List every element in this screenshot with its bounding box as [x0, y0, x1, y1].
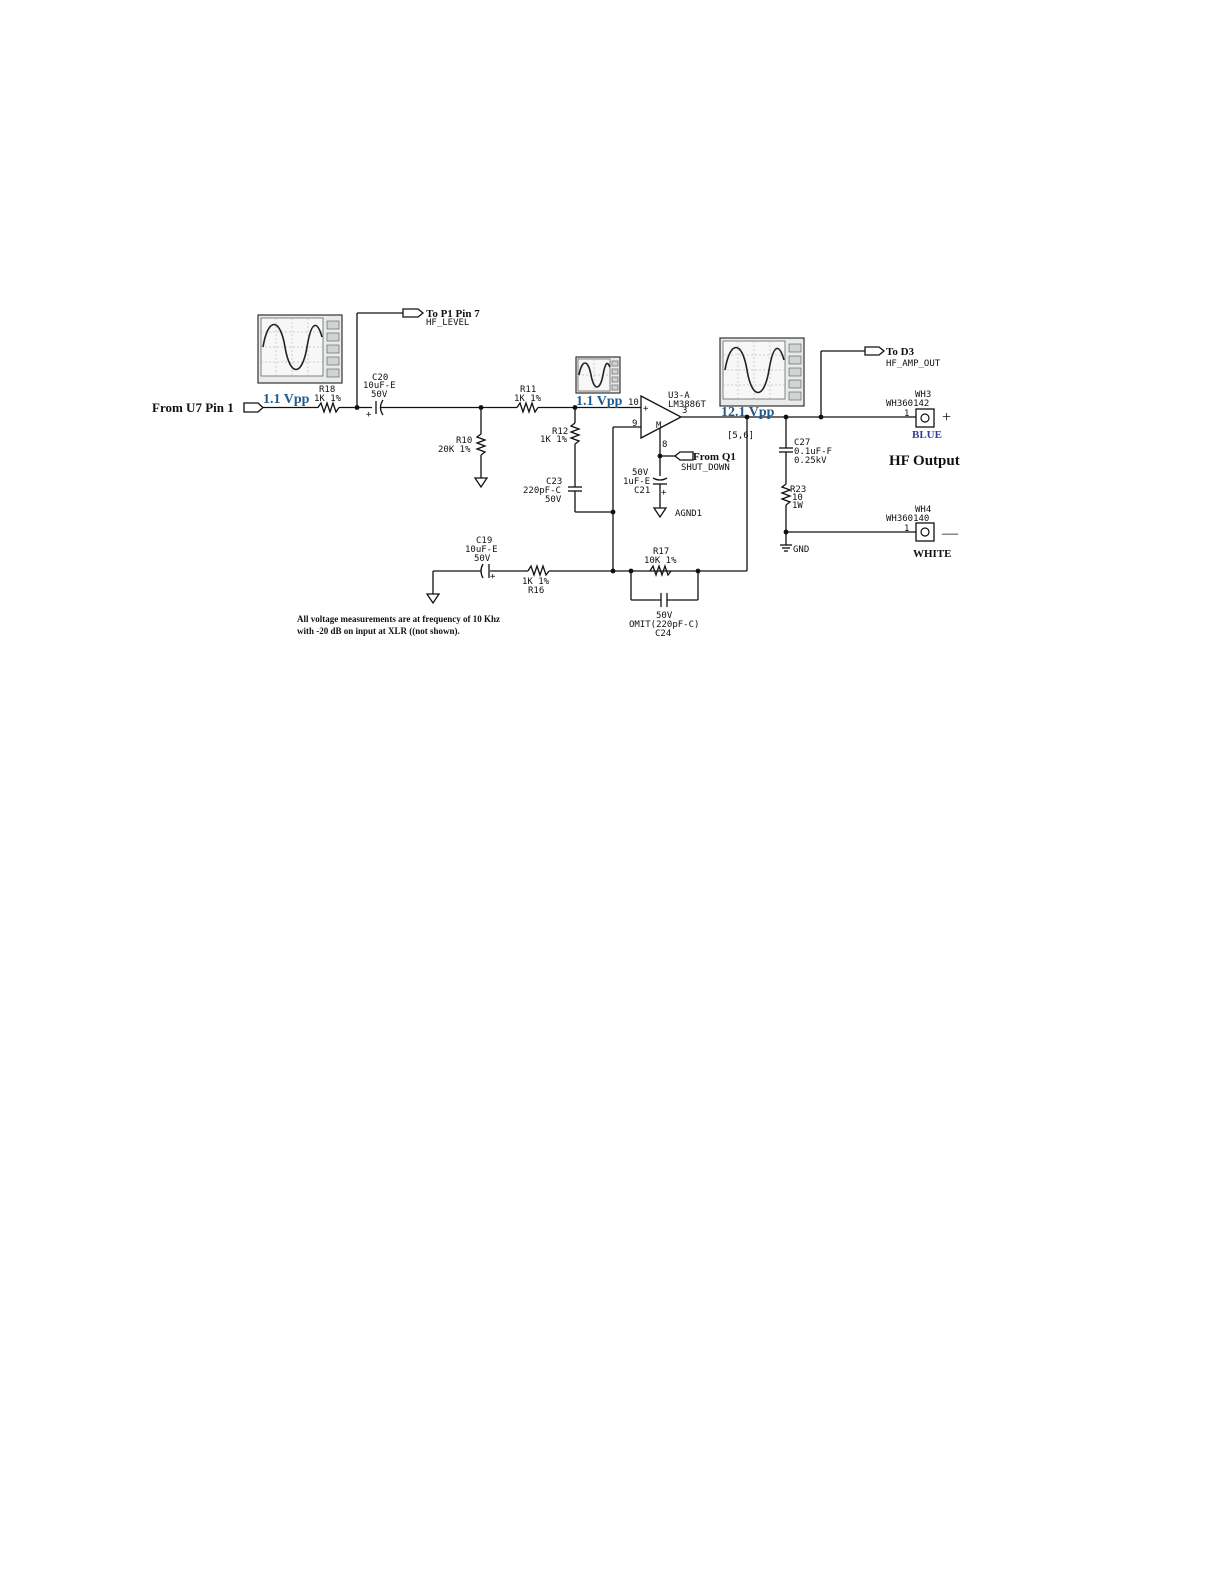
opamp-icon	[640, 394, 683, 440]
r10-ref: R10	[456, 436, 472, 446]
r11-ref: R11	[520, 385, 536, 395]
r10-value: 20K 1%	[438, 445, 471, 455]
r11-resistor-icon	[516, 400, 539, 415]
c23-ref: C23	[546, 477, 562, 487]
u3-mute-label: M	[656, 421, 662, 431]
r16-resistor-icon	[527, 563, 550, 578]
r10-resistor-icon	[475, 433, 487, 456]
wh4-terminal-icon	[915, 522, 935, 542]
c23-value: 220pF-C	[523, 486, 561, 496]
r18-resistor-icon	[317, 400, 340, 415]
wh3-part: WH360142	[886, 399, 929, 409]
wh4-part: WH360140	[886, 514, 929, 524]
d3-net-label: HF_AMP_OUT	[886, 359, 941, 369]
r16-value: 1K 1%	[522, 577, 550, 587]
noninv-voltage-label: 1.1 Vpp	[576, 394, 623, 409]
r11-value: 1K 1%	[514, 394, 542, 404]
r17-value: 10K 1%	[644, 556, 677, 566]
gnd-label: GND	[793, 545, 809, 555]
r23-power: 1W	[792, 501, 803, 511]
u3-pin9: 9	[632, 419, 637, 429]
d3-connector-label: To D3	[886, 346, 915, 358]
c24-voltage: 50V	[656, 611, 673, 621]
c19-plus-mark: +	[490, 572, 496, 582]
ground-icon	[652, 507, 668, 519]
c23-capacitor-icon	[568, 486, 582, 492]
q1-connector-icon	[673, 451, 694, 461]
output-voltage-label: 12.1 Vpp	[721, 405, 775, 420]
r18-ref: R18	[319, 385, 335, 395]
wh3-ref: WH3	[915, 390, 931, 400]
d3-connector-icon	[864, 346, 886, 356]
c24-value: OMIT(220pF-C)	[629, 620, 699, 630]
wh4-ref: WH4	[915, 505, 931, 515]
p1-connector-icon	[402, 308, 425, 318]
c19-value: 10uF-E	[465, 545, 498, 555]
c19-voltage: 50V	[474, 554, 491, 564]
p1-net-label: HF_LEVEL	[426, 318, 469, 328]
c27-voltage: 0.25kV	[794, 456, 827, 466]
u3-part: LM3886T	[668, 400, 707, 410]
note-line-2: with -20 dB on input at XLR ((not shown)…	[297, 626, 460, 636]
r23-value: 10	[792, 493, 803, 503]
c21-ref: C21	[634, 486, 650, 496]
input-voltage-label: 1.1 Vpp	[263, 392, 310, 407]
r17-resistor-icon	[649, 563, 672, 578]
r12-resistor-icon	[569, 422, 581, 445]
u3-pin3: 3	[682, 406, 687, 416]
wh4-color-label: WHITE	[913, 548, 952, 560]
q1-net-label: SHUT_DOWN	[681, 463, 730, 473]
c20-ref: C20	[372, 373, 388, 383]
agnd-label: AGND1	[675, 509, 702, 519]
c20-plus-mark: +	[366, 410, 372, 420]
ground-icon	[473, 477, 489, 489]
r18-value: 1K 1%	[314, 394, 342, 404]
c24-capacitor-icon	[660, 593, 668, 607]
output-title: HF Output	[889, 453, 960, 469]
wh3-polarity: +	[942, 409, 951, 426]
u3-pin10: 10	[628, 398, 639, 408]
oscilloscope-sine-icon	[257, 314, 343, 384]
wh4-polarity: —	[941, 525, 959, 542]
c27-ref: C27	[794, 438, 810, 448]
c20-value: 10uF-E	[363, 381, 396, 391]
c21-voltage: 50V	[632, 468, 649, 478]
u3-ref: U3-A	[668, 391, 690, 401]
r16-ref: R16	[528, 586, 544, 596]
c27-capacitor-icon	[779, 447, 793, 453]
r12-value: 1K 1%	[540, 435, 568, 445]
note-line-1: All voltage measurements are at frequenc…	[297, 614, 500, 624]
c27-value: 0.1uF-F	[794, 447, 832, 457]
c23-voltage: 50V	[545, 495, 562, 505]
r17-ref: R17	[653, 547, 669, 557]
q1-connector-label: From Q1	[693, 451, 736, 463]
u3-pin8: 8	[662, 440, 667, 450]
oscilloscope-sine-icon	[575, 356, 621, 394]
c19-ref: C19	[476, 536, 492, 546]
wh3-pin: 1	[904, 409, 909, 419]
input-connector-icon	[243, 402, 264, 413]
wh3-color-label: BLUE	[912, 429, 942, 441]
u3-gnd-pins: [5,6]	[727, 431, 754, 441]
wh3-terminal-icon	[915, 408, 935, 428]
oscilloscope-sine-icon	[719, 337, 805, 407]
ground-icon	[425, 593, 441, 605]
r23-resistor-icon	[780, 483, 792, 506]
c21-capacitor-icon	[652, 477, 668, 485]
wh4-pin: 1	[904, 524, 909, 534]
p1-connector-label: To P1 Pin 7	[426, 308, 480, 320]
gnd-icon	[780, 544, 792, 552]
opamp-plus-mark: +	[643, 404, 649, 414]
input-label: From U7 Pin 1	[152, 400, 234, 415]
c21-plus-mark: +	[661, 488, 667, 498]
c21-value: 1uF-E	[623, 477, 650, 487]
r23-ref: R23	[790, 485, 806, 495]
c20-voltage: 50V	[371, 390, 388, 400]
r12-ref: R12	[552, 427, 568, 437]
c19-capacitor-icon	[480, 563, 490, 579]
c24-ref: C24	[655, 629, 671, 639]
